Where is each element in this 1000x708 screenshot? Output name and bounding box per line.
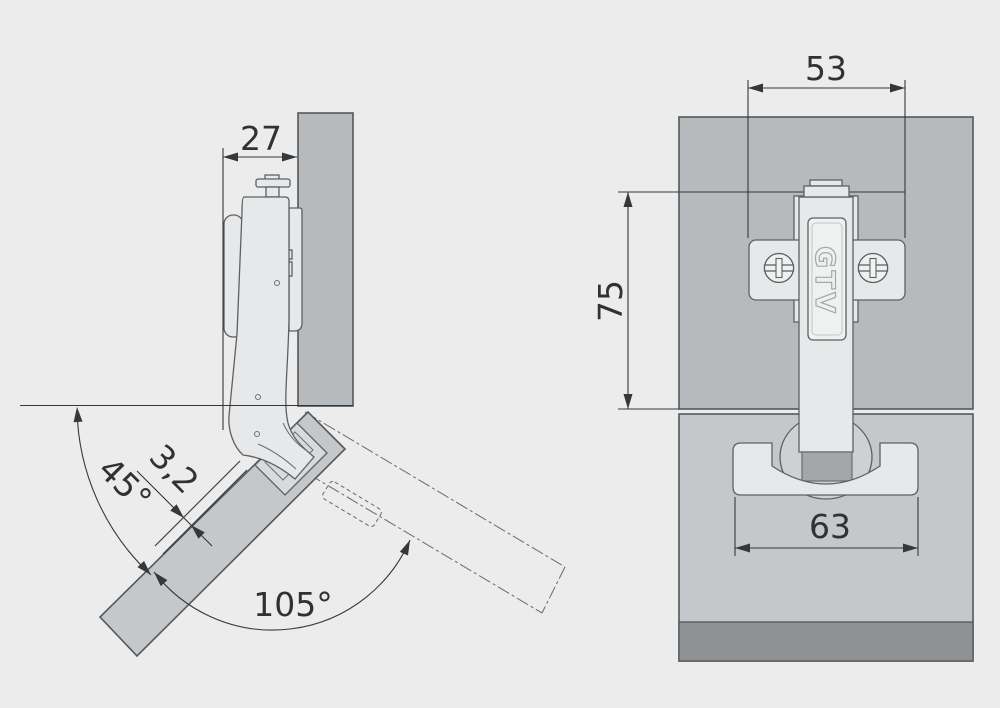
- dimension-75: 75: [591, 192, 679, 410]
- hinge-arm-body: [228, 196, 315, 480]
- arrowhead: [735, 543, 750, 553]
- arrowhead: [191, 525, 205, 539]
- gtv-logo-text: GTV: [809, 246, 840, 316]
- phillips-screw-left: [763, 252, 795, 284]
- plate-top-cap: [803, 185, 850, 198]
- extension-line: [162, 469, 248, 555]
- ghost-door-end-edge: [541, 566, 566, 614]
- dim-75-label: 75: [591, 280, 630, 322]
- dimension-53: 53: [747, 49, 906, 238]
- extension-line: [154, 460, 241, 547]
- angle-arc: [153, 539, 411, 631]
- top-screw-head: [255, 178, 291, 188]
- angle-45: 45°: [73, 407, 160, 576]
- hinge-arm-side: [223, 174, 315, 480]
- phillips-screw-right: [857, 252, 889, 284]
- front-view: GTV 53 75 63: [591, 49, 974, 662]
- arrowhead: [903, 543, 918, 553]
- open-door-ghost-outline: [289, 411, 566, 614]
- arm-hole: [254, 431, 260, 437]
- plate-top-cap-step: [809, 179, 843, 187]
- arrowhead: [623, 192, 633, 207]
- cup-flange: [732, 442, 919, 496]
- arrowhead: [282, 152, 297, 162]
- dim-63-label: 63: [809, 507, 851, 546]
- arrowhead: [623, 394, 633, 409]
- arrowhead: [137, 560, 151, 575]
- dim-27-label: 27: [240, 119, 282, 158]
- mounting-plate-front: GTV: [732, 179, 919, 500]
- rail-shadow-section: [801, 451, 853, 482]
- mounting-plate-side: [288, 207, 303, 332]
- angle-arc: [76, 408, 152, 576]
- arrowhead: [890, 83, 905, 93]
- arrowhead: [73, 407, 83, 423]
- dim-53-label: 53: [805, 49, 847, 88]
- arm-hole: [274, 280, 280, 286]
- ghost-hinge-cup: [322, 480, 382, 528]
- ghost-door-front-edge: [304, 411, 566, 568]
- top-screw-stem: [265, 186, 280, 198]
- gtv-label-plate: [807, 217, 847, 341]
- arrowhead: [748, 83, 763, 93]
- dimension-27: 27: [222, 119, 297, 430]
- arrowhead: [170, 504, 184, 518]
- angle-105-label: 105°: [253, 585, 333, 624]
- ghost-door-back-edge: [289, 462, 543, 614]
- door-edge-strip: [678, 621, 974, 662]
- angle-105: 105°: [153, 539, 411, 631]
- cabinet-side-panel: [297, 112, 354, 407]
- side-view: 27 3,2 45° 105°: [20, 112, 566, 658]
- dimension-63: 63: [734, 497, 919, 556]
- arm-hole: [255, 394, 261, 400]
- arrowhead: [399, 540, 410, 556]
- arrowhead: [154, 572, 168, 587]
- arrowhead: [223, 152, 238, 162]
